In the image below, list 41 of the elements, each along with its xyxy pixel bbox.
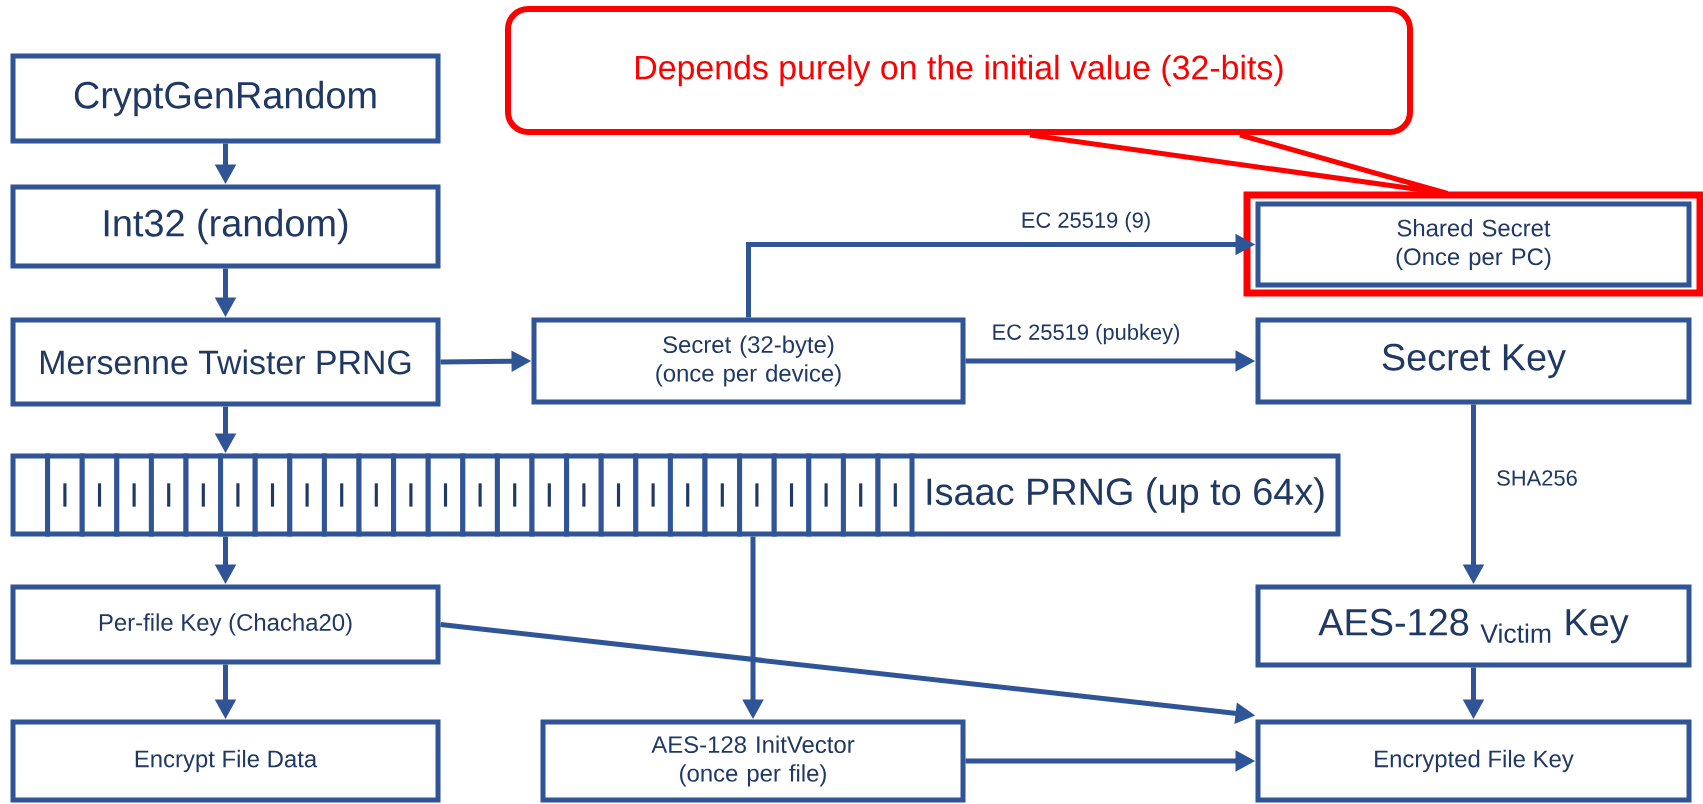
process-box: Secret Key: [1255, 317, 1692, 405]
stacked-card: I: [564, 453, 604, 537]
stacked-card: I: [529, 453, 570, 537]
process-box: Secret (32-byte) (once per device): [531, 317, 966, 405]
stacked-card: I: [840, 453, 881, 537]
process-box: Per-file Key (Chacha20): [10, 584, 441, 665]
edge-label: EC 25519 (pubkey): [989, 321, 1183, 347]
stacked-card: I: [321, 453, 362, 537]
stacked-card: I: [598, 453, 639, 537]
edge-label: EC 25519 (9): [1018, 209, 1154, 235]
stacked-card: I: [148, 453, 189, 537]
stacked-card: I: [460, 453, 500, 537]
stacked-card: I: [875, 453, 916, 537]
process-box: Encrypted File Key: [1255, 719, 1692, 803]
process-box: Encrypt File Data: [10, 719, 441, 803]
stacked-card: I: [114, 453, 154, 537]
stacked-card: I: [287, 453, 327, 537]
stacked-card: I: [633, 453, 673, 537]
highlight-frame: [1243, 191, 1703, 297]
stacked-card: I: [252, 453, 293, 537]
process-box: AES-128 InitVector (once per file): [540, 719, 966, 803]
stacked-card: I: [494, 453, 535, 537]
stacked-card: I: [667, 453, 708, 537]
stacked-card: I: [79, 453, 120, 537]
process-box: AES-128 $_{Victim}$ Key: [1255, 584, 1692, 668]
callout-bubble: Depends purely on the initial value (32-bits): [505, 6, 1413, 135]
stacked-card: I: [45, 453, 85, 537]
stacked-card: I: [356, 453, 397, 537]
stacked-card: I: [218, 453, 258, 537]
stacked-card: I: [183, 453, 224, 537]
process-box: CryptGenRandom: [10, 53, 441, 144]
process-box: Shared Secret (Once per PC): [1255, 201, 1692, 288]
stacked-card: I: [425, 453, 466, 537]
stacked-card: I: [737, 453, 777, 537]
stacked-card: I: [702, 453, 743, 537]
edge-label: SHA256: [1494, 468, 1580, 488]
process-box: Int32 (random): [10, 184, 441, 269]
process-box: Mersenne Twister PRNG: [10, 317, 441, 407]
stacked-card: I: [771, 453, 812, 537]
stacked-card: I: [806, 453, 846, 537]
stacked-card: I: [391, 453, 431, 537]
